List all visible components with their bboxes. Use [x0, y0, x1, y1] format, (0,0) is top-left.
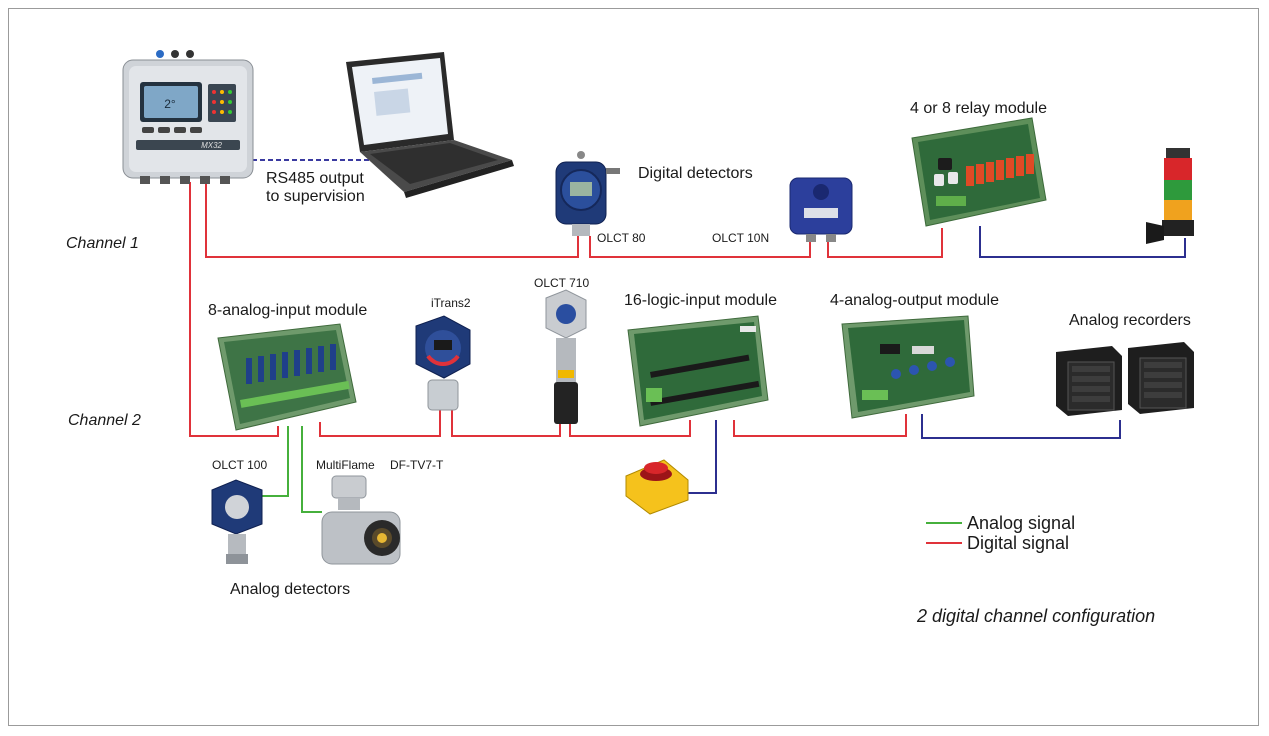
- push-button-icon[interactable]: [625, 459, 689, 515]
- channel1-line-3: [827, 228, 943, 258]
- module-board-icon[interactable]: [627, 315, 769, 427]
- button-line: [686, 420, 717, 494]
- relay-output-line: [979, 226, 1186, 258]
- relay-board-icon[interactable]: [911, 117, 1047, 227]
- analog-line-2: [301, 426, 322, 513]
- detector-icon[interactable]: [211, 479, 263, 564]
- svg-text:2°: 2°: [164, 97, 176, 111]
- wires: [189, 159, 1186, 513]
- recorder-icon[interactable]: [1128, 342, 1194, 414]
- detector-icon[interactable]: [415, 315, 471, 411]
- channel1-label: Channel 1: [66, 235, 139, 252]
- signal-tower-icon[interactable]: [1146, 148, 1194, 244]
- legend-analog-label: Analog signal: [967, 513, 1076, 533]
- channel2-line: [189, 182, 279, 437]
- analog-line-1: [256, 426, 289, 497]
- multiflame-label: MultiFlame: [316, 458, 375, 472]
- legend: [926, 522, 962, 544]
- recorder-line: [921, 414, 1121, 439]
- dftv7t-label: DF-TV7-T: [390, 458, 444, 472]
- channel1-line: [205, 182, 579, 258]
- analog-detectors-label: Analog detectors: [230, 581, 351, 598]
- config-caption: 2 digital channel configuration: [917, 606, 1156, 626]
- channel2-label: Channel 2: [68, 412, 141, 429]
- analog-output-module-label: 4-analog-output module: [830, 292, 1000, 309]
- controller-icon[interactable]: 2° MX32: [122, 50, 254, 184]
- channel2-line-5: [733, 414, 907, 437]
- olct10n-label: OLCT 10N: [712, 231, 770, 245]
- olct100-label: OLCT 100: [212, 458, 268, 472]
- channel2-line-2: [319, 410, 441, 437]
- channel1-line-2: [589, 236, 811, 258]
- relay-module-label: 4 or 8 relay module: [910, 100, 1047, 117]
- olct710-label: OLCT 710: [534, 276, 590, 290]
- module-board-icon[interactable]: [841, 315, 975, 419]
- detector-icon[interactable]: [555, 151, 620, 236]
- channel2-line-4: [569, 420, 691, 437]
- olct80-label: OLCT 80: [597, 231, 646, 245]
- controller-brand: MX32: [201, 141, 222, 150]
- itrans2-label: iTrans2: [431, 296, 471, 310]
- channel2-line-3: [451, 410, 561, 437]
- laptop-icon[interactable]: [346, 52, 514, 198]
- detector-icon[interactable]: [789, 177, 853, 242]
- analog-recorders-label: Analog recorders: [1069, 312, 1191, 329]
- logic-input-module-label: 16-logic-input module: [624, 292, 777, 309]
- module-board-icon[interactable]: [217, 323, 357, 431]
- legend-digital-label: Digital signal: [967, 533, 1070, 553]
- detector-icon[interactable]: [545, 289, 587, 424]
- recorder-icon[interactable]: [1056, 346, 1122, 416]
- flame-detector-icon[interactable]: [321, 475, 401, 565]
- digital-detectors-label: Digital detectors: [638, 165, 753, 182]
- analog-input-module-label: 8-analog-input module: [208, 302, 368, 319]
